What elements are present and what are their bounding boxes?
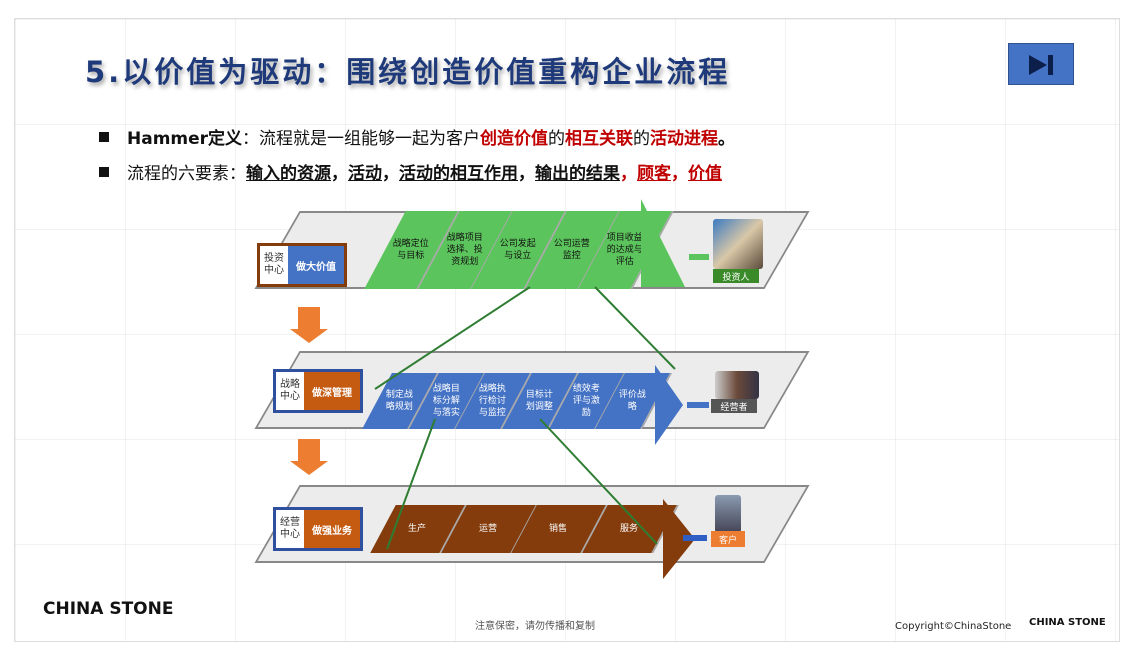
text: 流程的六要素： <box>127 164 246 184</box>
green-arrow-head <box>641 199 685 287</box>
manager-image <box>715 371 759 399</box>
operations-center-box: 经营中心做强业务 <box>273 507 363 551</box>
investment-center-box: 投资中心做大价值 <box>257 243 347 287</box>
value-label: 做强业务 <box>304 510 360 548</box>
role-customer: 客户 <box>711 531 745 547</box>
hammer-label: Hammer定义 <box>127 129 243 149</box>
text: 流程就是一组能够一起为客户 <box>259 129 481 149</box>
customer-image <box>715 495 741 533</box>
center-label: 战略中心 <box>276 372 304 410</box>
down-arrow-icon <box>290 439 328 475</box>
arrow-right-icon <box>689 254 709 260</box>
value-label: 做深管理 <box>304 372 360 410</box>
bullet-six-elements: 流程的六要素：输入的资源，活动，活动的相互作用，输出的结果，顾客，价值 <box>99 159 722 184</box>
confidential-notice: 注意保密，请勿传播和复制 <box>475 621 595 632</box>
sep: ， <box>620 164 637 184</box>
center-label: 经营中心 <box>276 510 304 548</box>
slide-title: 5.以价值为驱动：围绕创造价值重构企业流程 <box>85 55 731 89</box>
highlight: 活动进程 <box>650 129 719 149</box>
chinastone-logo-small: CHINA STONE <box>1029 617 1106 628</box>
sep: ， <box>518 164 535 184</box>
arrow-right-icon <box>683 535 707 541</box>
text: 。 <box>718 129 736 149</box>
highlight: 创造价值 <box>480 129 549 149</box>
copyright: Copyright©ChinaStone <box>895 621 1012 632</box>
element: 输入的资源 <box>246 164 331 184</box>
role-manager: 经营者 <box>711 399 757 413</box>
chinastone-logo: CHINA STONE <box>43 599 174 619</box>
arrow-right-icon <box>687 402 709 408</box>
slide: 5.以价值为驱动：围绕创造价值重构企业流程 Hammer定义：流程就是一组能够一… <box>14 18 1120 642</box>
text: 的 <box>548 129 566 149</box>
element: 活动 <box>348 164 382 184</box>
bullet-hammer-definition: Hammer定义：流程就是一组能够一起为客户创造价值的相互关联的活动进程。 <box>99 124 735 149</box>
colon: ： <box>242 129 260 149</box>
highlight: 相互关联 <box>565 129 634 149</box>
element: 活动的相互作用 <box>399 164 518 184</box>
strategy-center-box: 战略中心做深管理 <box>273 369 363 413</box>
down-arrow-icon <box>290 307 328 343</box>
investor-image <box>713 219 763 269</box>
element: 价值 <box>688 164 722 184</box>
sep: ， <box>382 164 399 184</box>
sep: ， <box>331 164 348 184</box>
center-label: 投资中心 <box>260 246 288 284</box>
sep: ， <box>671 164 688 184</box>
text: 的 <box>633 129 651 149</box>
role-investor: 投资人 <box>713 269 759 283</box>
connector-lines <box>374 286 676 550</box>
play-next-button[interactable] <box>1008 43 1074 85</box>
element: 顾客 <box>637 164 671 184</box>
element: 输出的结果 <box>535 164 620 184</box>
blue-arrow-head <box>655 365 683 445</box>
value-label: 做大价值 <box>288 246 344 284</box>
